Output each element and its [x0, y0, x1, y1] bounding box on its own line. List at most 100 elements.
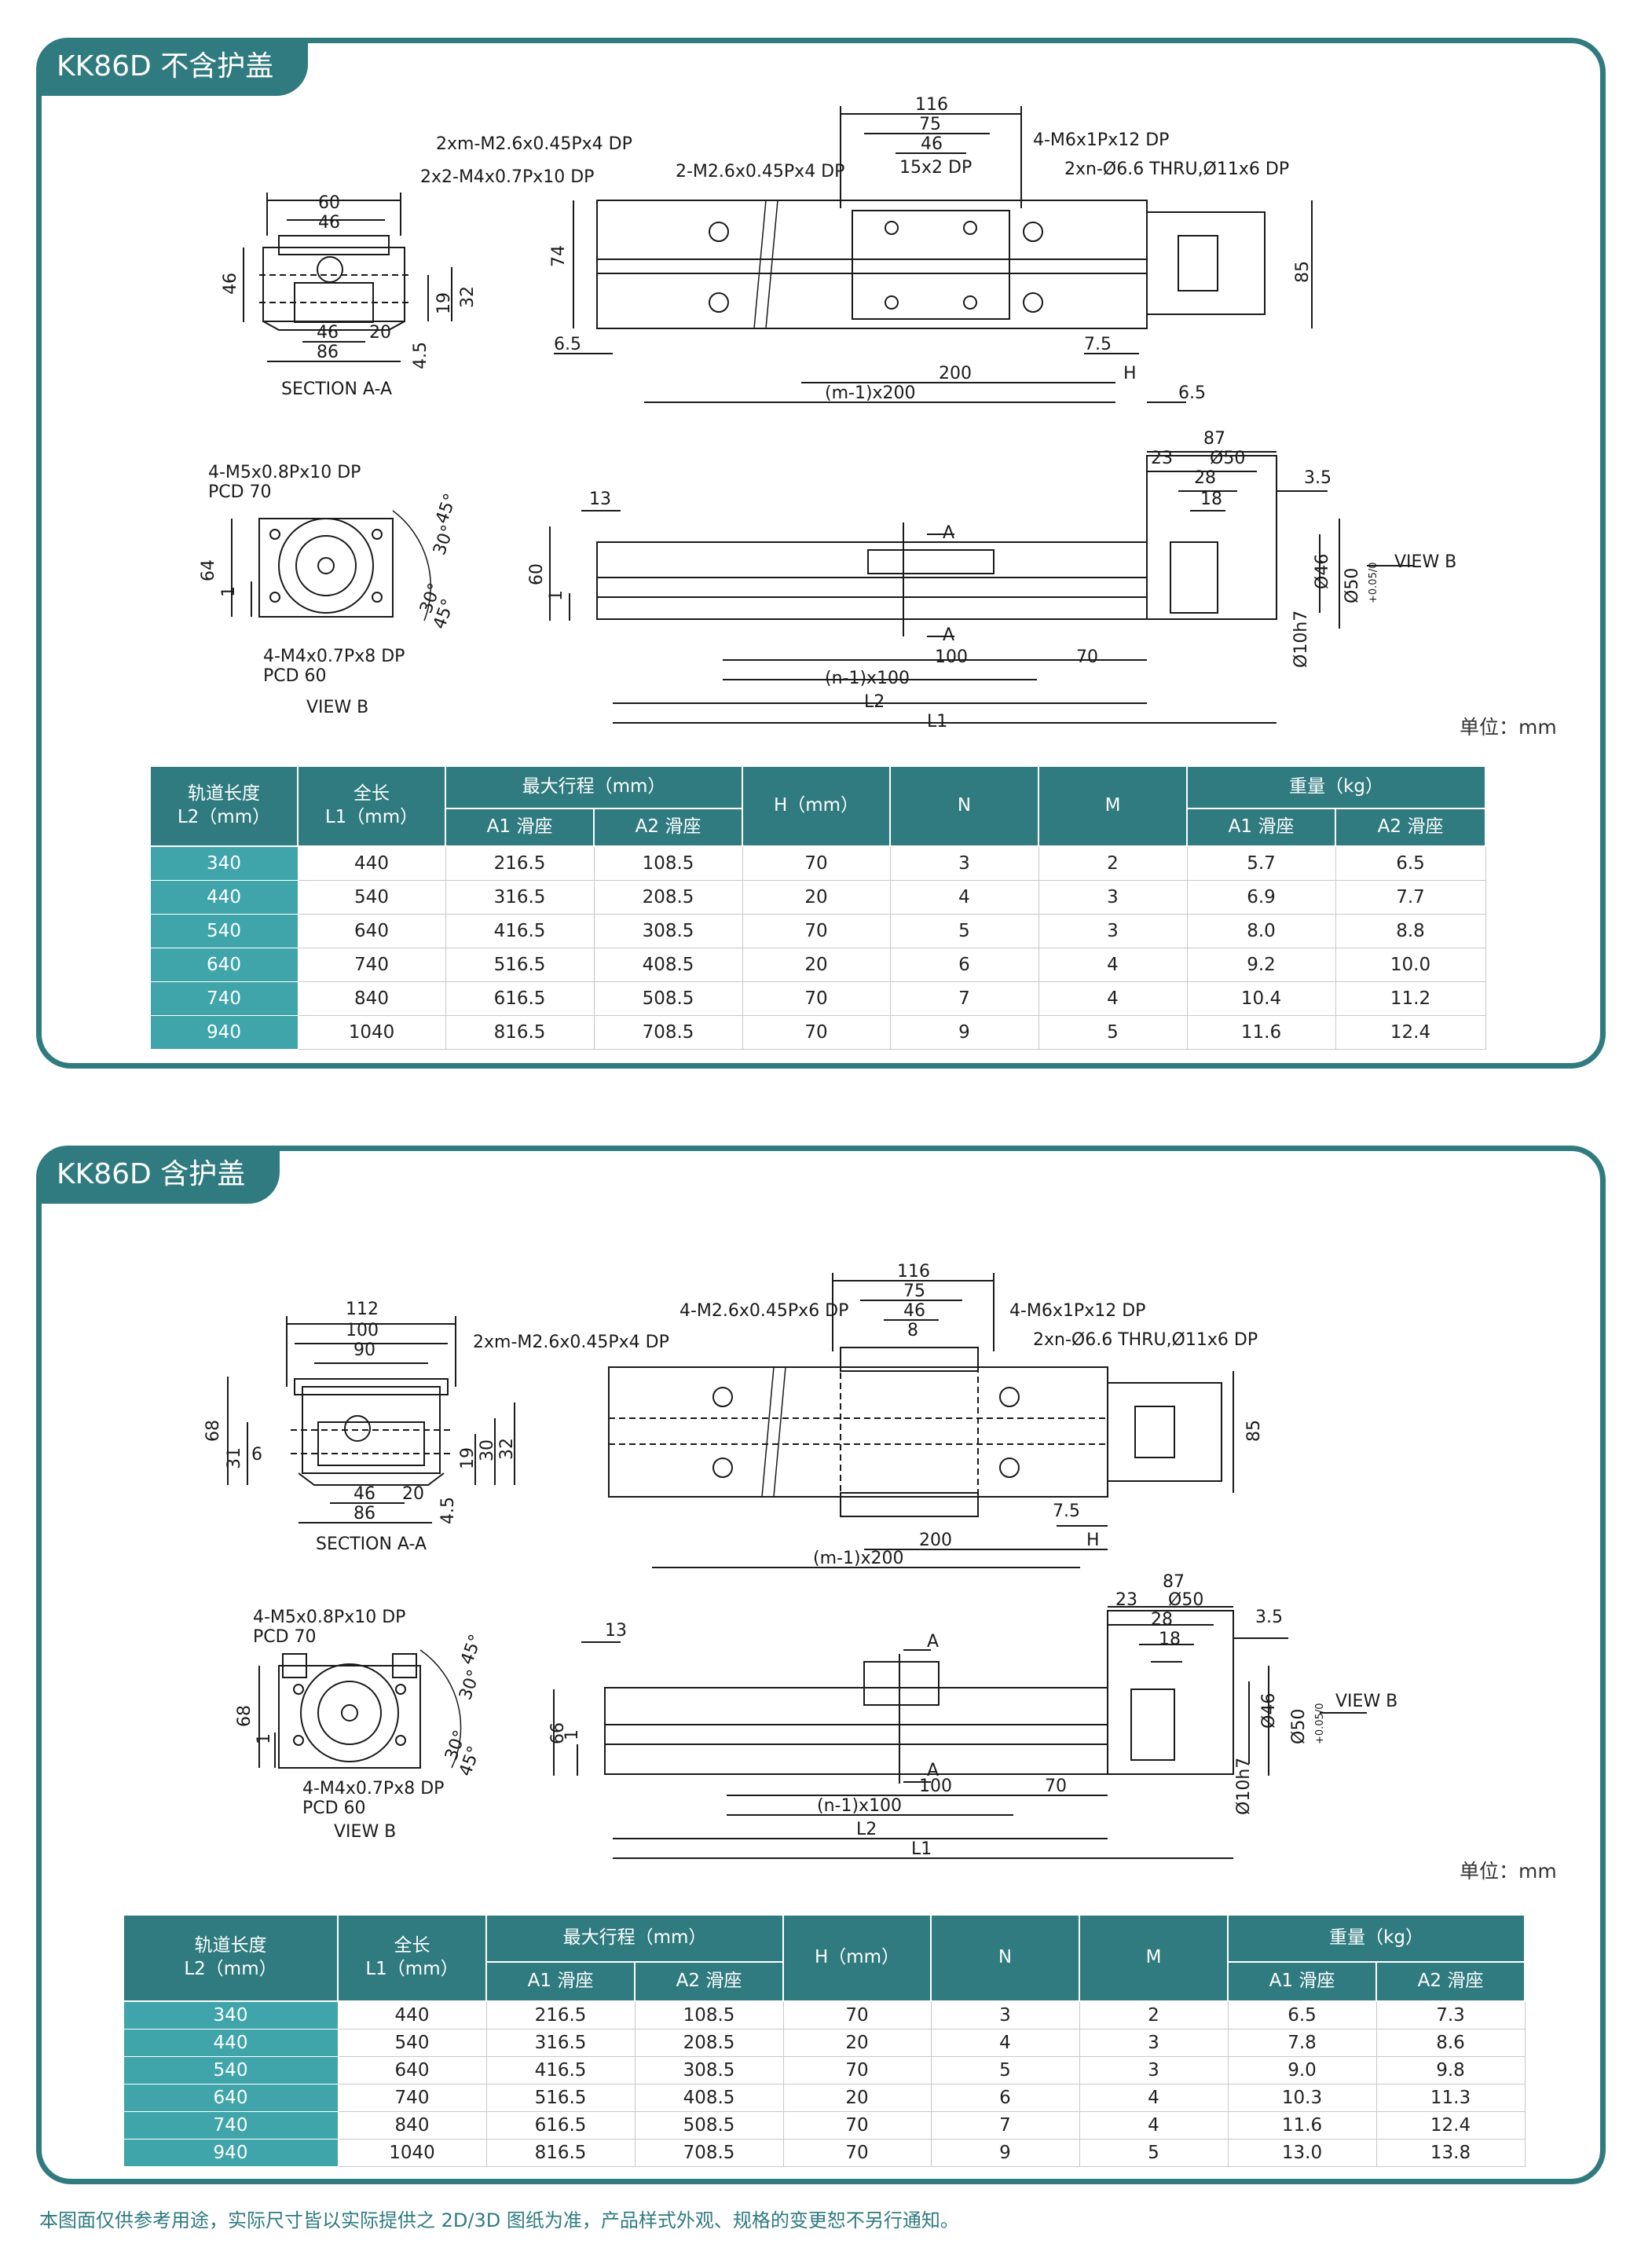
label-sec-d31: 31	[225, 1447, 244, 1469]
label-side-a-top: A	[927, 1632, 939, 1652]
header-weight-a2: A2 滑座	[1334, 808, 1487, 847]
label-side-d13: 13	[589, 490, 611, 509]
label-side-pitch-n: (n-1)x100	[817, 1796, 902, 1816]
label-d200: 200	[919, 1531, 952, 1550]
label-side-pitch-n: (n-1)x100	[825, 669, 910, 688]
label-side-d1: 1	[562, 1729, 582, 1740]
label-side-d46: Ø46	[1259, 1693, 1279, 1729]
header-stroke-a1: A1 滑座	[445, 808, 595, 847]
label-side-a-bot: A	[927, 1761, 939, 1780]
label-d75b: 7.5	[1084, 335, 1112, 354]
label-side-d35: 3.5	[1255, 1608, 1283, 1627]
label-m26b: 2-M2.6x0.45Px4 DP	[676, 162, 844, 182]
header-h: H（mm）	[782, 1914, 932, 2002]
label-view-pcd60: PCD 60	[263, 666, 327, 686]
label-sec-d19: 19	[458, 1447, 478, 1469]
label-sec-b20: 20	[402, 1484, 424, 1504]
drawing-no-cover: 116 75 46 15x2 DP 2xm-M2.6x0.45Px4 DP 2x…	[199, 95, 1456, 732]
header-m: M	[1038, 765, 1188, 847]
label-sec-b46: 46	[353, 1484, 375, 1504]
label-side-d50: Ø50	[1289, 1709, 1309, 1744]
label-view-a30: 30°	[430, 522, 459, 558]
label-side-d18: 18	[1200, 490, 1222, 509]
label-view-d1: 1	[255, 1733, 274, 1744]
section-aa-caption: SECTION A-A	[316, 1534, 427, 1554]
header-max-stroke: 最大行程（mm）	[445, 765, 743, 809]
label-d65b: 6.5	[1178, 383, 1206, 403]
label-side-tol: +0.05/0	[1314, 1703, 1326, 1745]
label-side-d50: Ø50	[1342, 568, 1362, 603]
header-weight-a1: A1 滑座	[1186, 808, 1336, 847]
label-side-viewb: VIEW B	[1394, 552, 1456, 572]
label-side-l2: L2	[864, 692, 885, 712]
label-side-d18: 18	[1159, 1630, 1181, 1649]
view-b-caption: VIEW B	[334, 1822, 396, 1842]
label-d75: 75	[903, 1282, 925, 1301]
label-sec-d46a: 46	[318, 213, 340, 233]
header-h: H（mm）	[742, 765, 891, 847]
label-h: H	[1086, 1531, 1100, 1550]
label-m4: 2x2-M4x0.7Px10 DP	[420, 167, 594, 187]
label-view-pcd60: PCD 60	[302, 1798, 366, 1818]
section-aa-caption: SECTION A-A	[281, 380, 392, 399]
label-sec-b20: 20	[369, 323, 391, 343]
header-max-stroke: 最大行程（mm）	[485, 1914, 784, 1963]
header-stroke-a1: A1 滑座	[485, 1961, 636, 2002]
label-side-d100: 100	[935, 647, 968, 667]
label-side-tol: +0.05/0	[1368, 563, 1379, 604]
label-side-d87: 87	[1203, 429, 1225, 449]
unit-label: 单位：mm	[1460, 1860, 1557, 1883]
unit-label: 单位：mm	[1460, 716, 1557, 739]
header-stroke-a2: A2 滑座	[593, 808, 743, 847]
label-d75b: 7.5	[1053, 1502, 1080, 1521]
header-m: M	[1079, 1914, 1229, 2002]
label-m26: 2xm-M2.6x0.45Px4 DP	[436, 134, 632, 154]
label-side-d50: Ø50	[1168, 1590, 1203, 1610]
label-sec-d45: 4.5	[438, 1497, 458, 1524]
label-view-a30: 30°	[456, 1667, 485, 1703]
label-side-d60: 60	[527, 563, 547, 585]
label-side-l2: L2	[856, 1820, 877, 1839]
label-sec-b86: 86	[317, 343, 339, 362]
label-side-d66: 66	[548, 1722, 568, 1744]
label-thru: 2xn-Ø6.6 THRU,Ø11x6 DP	[1033, 1330, 1258, 1350]
label-m26b: 2xm-M2.6x0.45Px4 DP	[473, 1333, 669, 1352]
label-side-d10: Ø10h7	[1291, 610, 1311, 668]
label-side-d87: 87	[1163, 1572, 1185, 1592]
label-sec-b46: 46	[317, 323, 339, 343]
label-sec-d32: 32	[497, 1438, 517, 1460]
label-side-d23: 23	[1151, 449, 1173, 468]
label-view-m4: 4-M4x0.7Px8 DP	[302, 1779, 444, 1798]
label-d75: 75	[919, 115, 941, 134]
label-side-d10: Ø10h7	[1234, 1758, 1254, 1815]
label-side-l1: L1	[927, 712, 947, 732]
label-m6: 4-M6x1Px12 DP	[1009, 1301, 1145, 1321]
label-side-d1: 1	[547, 590, 566, 601]
view-b-caption: VIEW B	[306, 698, 368, 717]
label-d46: 46	[903, 1301, 925, 1321]
label-d46: 46	[921, 134, 943, 154]
label-view-d64: 64	[199, 559, 218, 581]
label-sec-d112: 112	[346, 1300, 379, 1319]
label-d85: 85	[1244, 1420, 1264, 1442]
label-d200: 200	[939, 364, 972, 383]
label-side-a-bot: A	[943, 625, 954, 645]
label-side-d50: Ø50	[1210, 449, 1245, 468]
label-sec-d19: 19	[434, 292, 454, 314]
label-side-l1: L1	[911, 1839, 932, 1859]
label-view-pcd70: PCD 70	[208, 482, 272, 502]
label-view-m5: 4-M5x0.8Px10 DP	[253, 1608, 405, 1627]
label-sec-h68: 68	[203, 1420, 223, 1442]
label-view-d68: 68	[235, 1705, 255, 1727]
label-side-d28: 28	[1194, 468, 1216, 488]
